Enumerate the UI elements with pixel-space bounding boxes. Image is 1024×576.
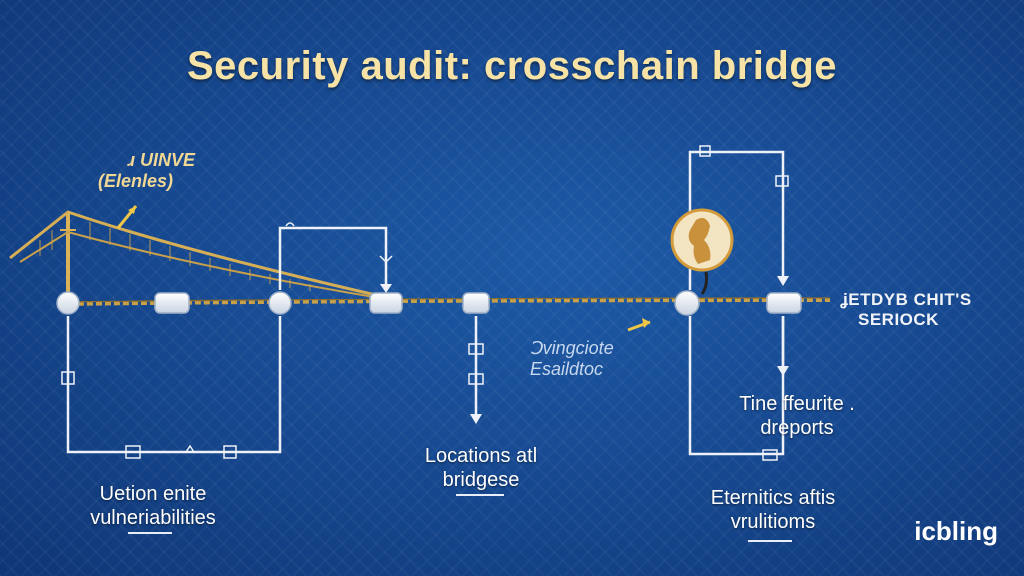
bridge-nodes [56,290,802,316]
label-solutions: Eternitics aftis vrulitioms [680,486,866,535]
side-note-line: (Elenles) [98,170,174,191]
underline [128,532,172,534]
side-note-line: ʝETDYB CHIT'S [840,290,972,309]
node-block [462,292,490,314]
underline [456,494,504,496]
label-locations: Locations atl bridgese [396,444,566,493]
node-circle [268,291,292,315]
arrowheads [380,276,789,424]
label-line: Locations atl [424,445,538,467]
suspension-bridge-illustration [9,205,381,300]
label-vulnerabilities: Uetion enite vulneriabilities [60,482,246,531]
underline [748,540,792,542]
label-reports: Tine ffeurite . dreports [712,392,882,441]
node-block [369,292,403,314]
node-circle [674,290,700,316]
node-block [154,292,190,314]
label-line: Eternitics aftis [710,487,836,509]
auditor-medallion [670,208,734,295]
side-note-line: ɹ UINVE [128,150,196,170]
label-line: vulneriabilities [90,507,216,530]
side-note-line: Esaildtoc [530,358,604,379]
page-title: Security audit: crosschain bridge [187,44,837,88]
side-note-right: ʝETDYB CHIT'S SERIOCK [840,290,972,329]
label-line: vrulitioms [730,511,816,534]
side-note-center: Ↄvingciote Esaildtoc [530,338,614,379]
label-line: dreports [760,417,834,440]
side-note-line: SERIOCK [858,309,939,329]
side-note-top-left: ɹ UINVE (Elenles) [98,150,195,191]
label-line: bridgese [442,469,520,492]
label-line: Tine ffeurite . [739,393,855,415]
brand-logo: icbling [914,516,998,546]
connector-glyphs [61,145,789,461]
side-note-line: Ↄvingciote [530,338,614,358]
bridge-rope [59,298,831,306]
node-circle [56,291,80,315]
label-line: Uetion enite [99,483,207,505]
node-block [766,292,802,314]
